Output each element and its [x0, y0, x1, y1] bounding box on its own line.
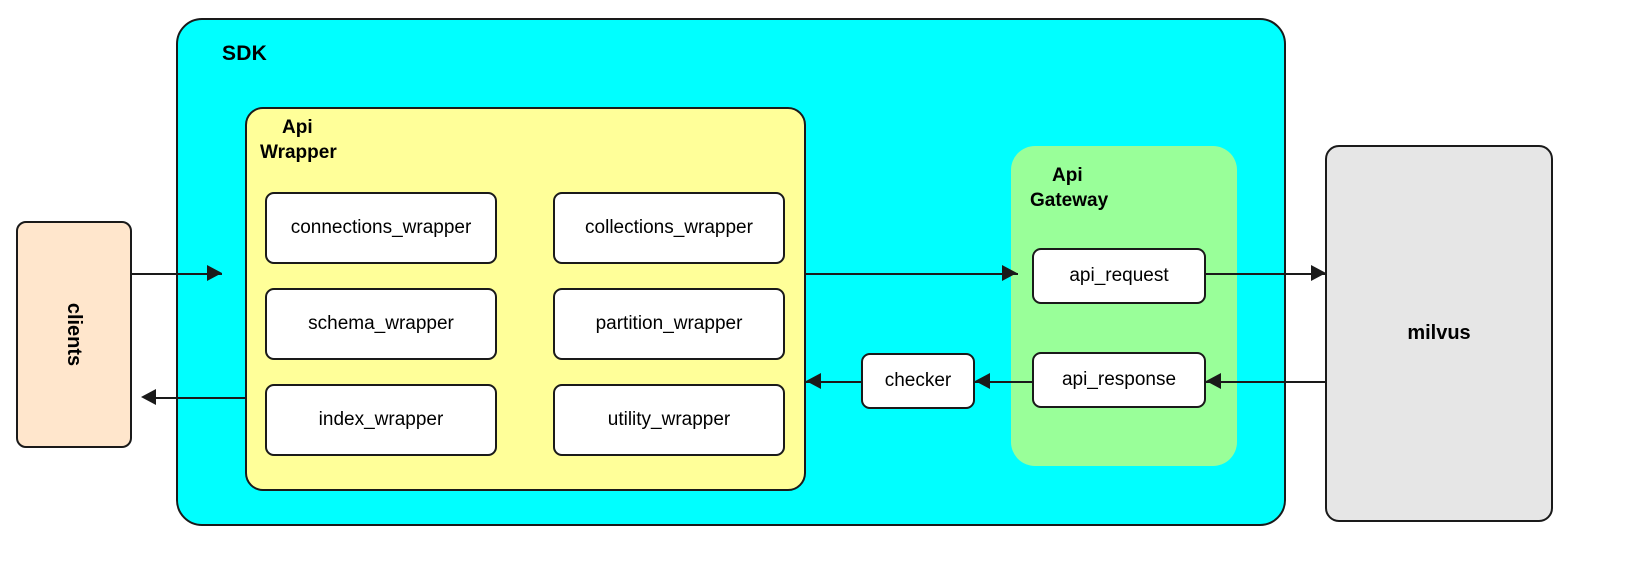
- arrowhead-sdk-to-clients: [141, 389, 156, 405]
- milvus-label: milvus: [1407, 322, 1471, 344]
- connector-api-response-to-checker: [975, 381, 1032, 383]
- clients-box[interactable]: clients: [16, 221, 132, 448]
- arrowhead-api-response-to-checker: [975, 373, 990, 389]
- api-wrapper-label-line1: Api: [282, 117, 313, 138]
- api-wrapper-label-line2: Wrapper: [260, 142, 337, 163]
- connector-clients-to-sdk: [132, 273, 222, 275]
- arrowhead-wrapper-to-api-request: [1002, 265, 1017, 281]
- arrowhead-milvus-to-api-response: [1206, 373, 1221, 389]
- arrowhead-checker-to-wrapper: [806, 373, 821, 389]
- connector-api-request-to-milvus: [1206, 273, 1326, 275]
- api-gateway-label: Api Gateway: [1030, 163, 1210, 213]
- node-checker[interactable]: checker: [861, 353, 975, 409]
- node-utility-wrapper[interactable]: utility_wrapper: [553, 384, 785, 456]
- api-gateway-container: [1011, 146, 1237, 466]
- milvus-box[interactable]: milvus: [1325, 145, 1553, 522]
- api-gateway-label-line2: Gateway: [1030, 190, 1109, 211]
- clients-label: clients: [63, 302, 86, 367]
- connector-milvus-to-api-response: [1206, 381, 1326, 383]
- arrowhead-clients-to-sdk: [207, 265, 222, 281]
- api-gateway-label-line1: Api: [1052, 165, 1083, 186]
- node-api-request[interactable]: api_request: [1032, 248, 1206, 304]
- api-wrapper-label: Api Wrapper: [260, 115, 410, 165]
- node-collections-wrapper[interactable]: collections_wrapper: [553, 192, 785, 264]
- connector-checker-to-wrapper: [806, 381, 861, 383]
- node-api-response[interactable]: api_response: [1032, 352, 1206, 408]
- node-connections-wrapper[interactable]: connections_wrapper: [265, 192, 497, 264]
- node-partition-wrapper[interactable]: partition_wrapper: [553, 288, 785, 360]
- arrowhead-api-request-to-milvus: [1311, 265, 1326, 281]
- node-index-wrapper[interactable]: index_wrapper: [265, 384, 497, 456]
- node-schema-wrapper[interactable]: schema_wrapper: [265, 288, 497, 360]
- connector-sdk-to-clients: [150, 397, 245, 399]
- sdk-label: SDK: [222, 42, 267, 65]
- connector-wrapper-to-api-request: [806, 273, 1018, 275]
